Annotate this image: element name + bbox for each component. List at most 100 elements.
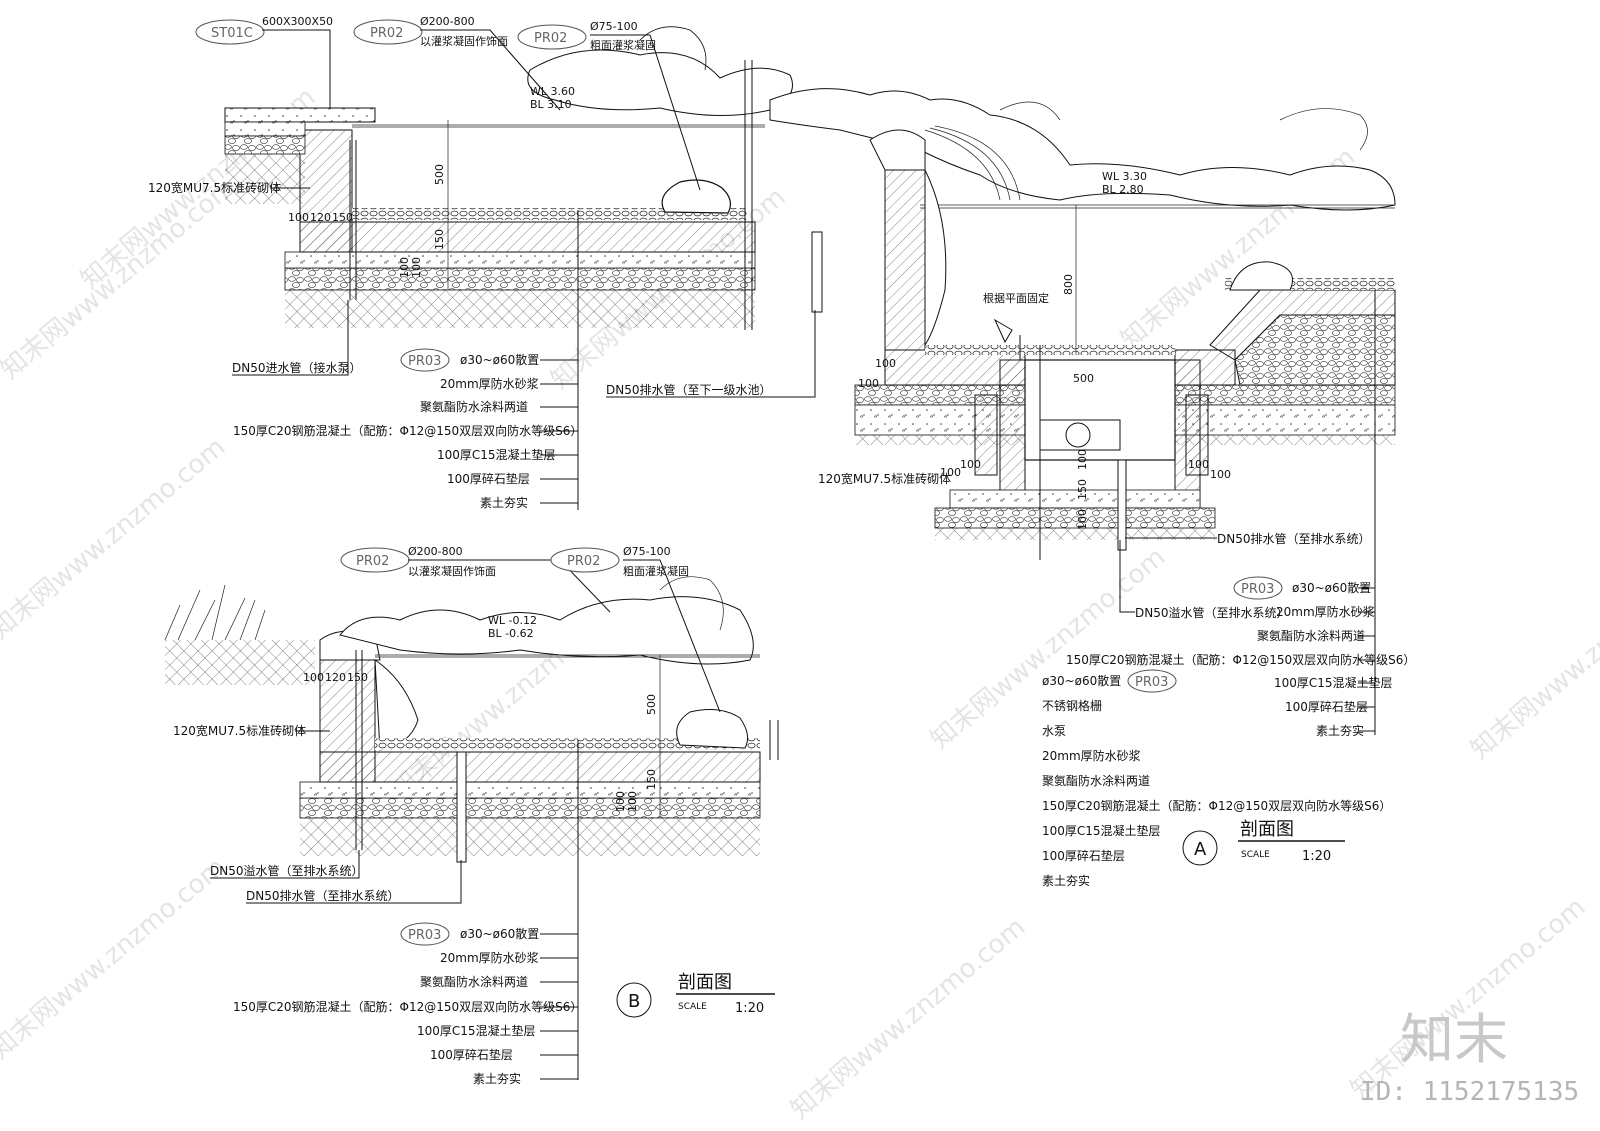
watermark-layer: 知末网www.znzmo.com 知末网www.znzmo.com 知末网www…: [0, 82, 1600, 1125]
layer-label: 20mm厚防水砂浆: [1042, 748, 1141, 763]
pr02-spec2: 以灌浆凝固作饰面: [420, 34, 508, 48]
rockery: [339, 596, 754, 665]
section-marker-label: B: [628, 991, 640, 1012]
leader-line: [210, 850, 360, 879]
dim-label: 100: [1076, 509, 1089, 530]
tag-pr03: PR03: [408, 354, 441, 369]
layer-label: 150厚C20钢筋混凝土（配筋：Φ12@150双层双向防水等级S6）: [233, 423, 582, 438]
layer-label: 100厚C15混凝土垫层: [1042, 823, 1161, 838]
rockery-detail: [999, 101, 1061, 121]
tag-pr03: PR03: [408, 928, 441, 943]
depth-dim: 800: [1062, 274, 1075, 295]
rock: [676, 709, 749, 749]
dim-label: 100: [626, 791, 639, 812]
tag-bubble: [195, 19, 265, 45]
pebble-layer: [375, 738, 760, 750]
pr02b-spec2: 粗面灌浆凝固: [623, 564, 689, 578]
wall-label: 120宽MU7.5标准砖砌体: [173, 723, 306, 738]
dim-label: 100: [875, 357, 896, 370]
water-level: WL -0.12: [488, 614, 537, 627]
layer-label: ø30~ø60散置: [1292, 580, 1371, 595]
drain-label: DN50排水管（至下一级水池）: [606, 382, 772, 397]
layer-label: 素土夯实: [480, 495, 528, 510]
pebble-layer: [352, 208, 747, 220]
watermark-text: 知末网www.znzmo.com: [1345, 892, 1591, 1105]
pr02b-spec1: Ø75-100: [623, 545, 671, 558]
rc-wall: [884, 169, 926, 351]
rockery-detail: [639, 26, 707, 71]
rock: [661, 179, 732, 214]
bottom-level: BL 3.10: [530, 98, 572, 111]
dim-label: 120: [325, 671, 346, 684]
dim-label: 500: [433, 164, 446, 185]
dim-label: 120: [310, 211, 331, 224]
scale-word: SCALE: [678, 1002, 707, 1012]
overflow-label: DN50溢水管（至排水系统）: [1135, 605, 1289, 620]
watermark-text: 知末网www.znzmo.com: [785, 912, 1031, 1125]
brick-wall: [1185, 394, 1209, 476]
layer-label: 100厚碎石垫层: [1042, 848, 1125, 863]
section-a: WL 3.30 BL 2.80 800 根据平面固定 500 100 100 1…: [769, 88, 1415, 888]
layer-label: 聚氨酯防水涂料两道: [1257, 628, 1365, 643]
dim-label: 500: [645, 694, 658, 715]
rc-slab: [319, 751, 761, 783]
leader-line: [590, 34, 701, 191]
tag-bubble: [400, 348, 450, 372]
dim-label: 100: [288, 211, 309, 224]
layer-label: 聚氨酯防水涂料两道: [420, 974, 528, 989]
rock-facing: [924, 169, 947, 347]
drain-pipe: [456, 751, 467, 863]
waterfall: [924, 129, 1001, 201]
dim-label: 100: [960, 458, 981, 471]
rock-cap: [869, 129, 926, 171]
dim-label: 100: [410, 257, 423, 278]
layer-label: 100厚C15混凝土垫层: [437, 447, 556, 462]
rock: [1229, 261, 1293, 291]
layer-label: 100厚C15混凝土垫层: [417, 1023, 536, 1038]
dim-label: 100: [940, 466, 961, 479]
pr02b-spec1: Ø75-100: [590, 20, 638, 33]
dim-label: 150: [433, 229, 446, 250]
layer-label: 150厚C20钢筋混凝土（配筋：Φ12@150双层双向防水等级S6）: [1042, 798, 1391, 813]
drain-pipe: [811, 231, 823, 313]
pr02b-spec2: 粗面灌浆凝固: [590, 38, 656, 52]
layer-label: 素土夯实: [473, 1071, 521, 1086]
pit-soil: [935, 528, 1215, 540]
layer-label: 素土夯实: [1316, 723, 1364, 738]
layer-label: 100厚碎石垫层: [1285, 699, 1368, 714]
pit-c15: [949, 489, 1201, 509]
leader-line: [1119, 540, 1135, 613]
tag-bubble: [517, 24, 587, 50]
section-b: PR02 Ø200-800 以灌浆凝固作饰面 PR02 Ø75-100 粗面灌浆…: [164, 545, 779, 1086]
watermark-text: 知末网www.znzmo.com: [0, 432, 231, 645]
pit-wall: [999, 359, 1026, 511]
watermark-text: 知末网www.znzmo.com: [0, 172, 241, 385]
tag-pr03: PR03: [1241, 582, 1274, 597]
coping-stone: [224, 107, 376, 123]
tag-pr02: PR02: [567, 554, 600, 569]
rockery-detail: [659, 576, 724, 631]
dim-label: 100: [1210, 468, 1231, 481]
drain-label: DN50排水管（至排水系统）: [246, 888, 400, 903]
layer-legend: ø30~ø60散置 20mm厚防水砂浆 聚氨酯防水涂料两道 150厚C20钢筋混…: [233, 352, 582, 510]
rockery-detail: [1279, 108, 1368, 151]
drain-pipe: [1117, 459, 1127, 551]
layer-label: 100厚C15混凝土垫层: [1274, 675, 1393, 690]
brick-wall: [299, 129, 353, 253]
tag-pr02: PR02: [370, 26, 403, 41]
section-title: 剖面图: [1240, 819, 1294, 840]
bottom-level: BL -0.62: [488, 627, 534, 640]
tag-st01c: ST01C: [211, 26, 253, 41]
waterfall: [934, 125, 1021, 201]
bottom-level: BL 2.80: [1102, 183, 1144, 196]
box-dim: 500: [1073, 372, 1094, 385]
dim-label: 150: [347, 671, 368, 684]
soil-layer: [300, 818, 760, 856]
overflow-label: DN50溢水管（至排水系统）: [210, 863, 364, 878]
tag-bubble: [550, 547, 620, 573]
c15-layer: [299, 781, 761, 799]
layer-label: 水泵: [1042, 724, 1066, 738]
leader-line: [262, 29, 331, 108]
layer-label: 素土夯实: [1042, 873, 1090, 888]
